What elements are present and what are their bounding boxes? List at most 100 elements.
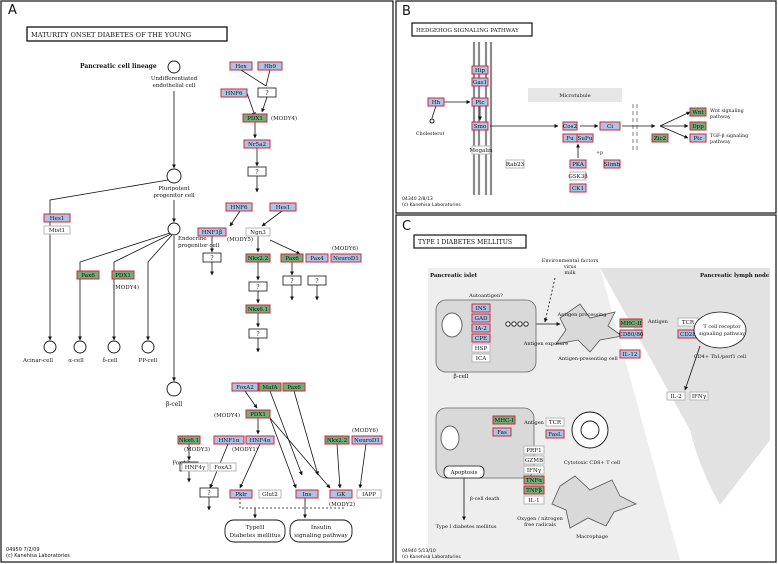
hnf6-box-2-label: HNF6: [230, 205, 248, 211]
zic2-box-label: Zic2: [654, 136, 667, 142]
pax4-box: [305, 253, 329, 263]
unknown-label: ?: [255, 169, 258, 176]
label: (MODY4): [271, 115, 297, 122]
hnf1b-box: [197, 227, 227, 237]
cd80-box-label: CD80/86: [619, 332, 644, 338]
beta-cell-2: [435, 407, 535, 479]
cd8-nucleus: [580, 420, 600, 440]
nkx61-box-2-label: Nkx6.1: [179, 438, 199, 444]
pluripotent-circle: [166, 168, 182, 184]
endo-to-delta: [112, 233, 172, 341]
gzmb-box-label: GZMB: [525, 458, 543, 464]
label: (MODY4): [214, 412, 240, 419]
ptc2-box: [689, 133, 707, 143]
gk-box: [329, 489, 353, 499]
label: signaling pathway: [294, 533, 348, 539]
hex-box: [229, 61, 253, 71]
wnt-box-label: Wnt: [692, 110, 704, 116]
label: Acinar-cell: [22, 358, 53, 364]
label: free radicals: [524, 522, 556, 528]
il2-box: [666, 391, 686, 401]
panel-a-letter: A: [8, 3, 17, 18]
ck1-box: [569, 183, 587, 193]
label: (MODY3): [184, 446, 210, 453]
tnfb-box-label: TNFβ: [526, 488, 542, 494]
ins-antigen-label: INS: [476, 306, 487, 312]
delta-circle: [107, 340, 121, 354]
label: α-cell: [68, 358, 84, 364]
endo-to-alpha: [78, 232, 171, 341]
panel-a-frame: [0, 0, 394, 563]
nkx61-box-2: [177, 435, 201, 445]
label: Wnt signaling: [710, 108, 744, 114]
iapp-box-label: IAPP: [362, 492, 376, 498]
sufu-box-label: SuFu: [578, 136, 593, 142]
connector: [239, 498, 345, 509]
apoptosis-pathway[interactable]: [443, 465, 485, 479]
tnfa-box-label: TNFα: [526, 478, 543, 484]
label: (c) Kanehisa Laboratories: [402, 554, 461, 560]
pdx1-box-top: [242, 113, 268, 123]
il2-box-label: IL-2: [670, 394, 682, 400]
ins-antigen: [471, 303, 491, 313]
label: Insulin: [311, 525, 331, 531]
label: TGF-β signaling: [710, 133, 748, 139]
ica-antigen: [471, 353, 491, 363]
q-box-4: [282, 275, 302, 286]
tnfb-box: [523, 485, 545, 495]
panel-b-title: HEDGEHOG SIGNALING PATHWAY: [416, 28, 519, 34]
fasl-box-label: FasL: [548, 432, 562, 438]
pka-box: [569, 159, 587, 169]
label: pathway: [710, 114, 731, 120]
lineage-label: Pancreatic cell lineage: [80, 63, 157, 70]
hnf6-to-pdx1: [246, 92, 256, 117]
endothelial-circle: [167, 60, 181, 74]
gsk3b-box-label: GSK3β: [568, 174, 587, 180]
hsp-antigen: [471, 343, 491, 353]
cpe-antigen: [471, 333, 491, 343]
label: CD4+ Th1/perf1 cell: [694, 354, 747, 360]
hnf6-box-2: [225, 202, 253, 212]
neurod1-box-label: NeuroD1: [333, 256, 359, 262]
connector: [269, 417, 331, 489]
label: Oxygen / nitrogen: [517, 516, 563, 522]
slimb-box-label: Slimb: [604, 162, 621, 168]
label: Cholesterol: [416, 131, 444, 137]
ptc-box-label: Ptc: [475, 100, 484, 106]
alpha-circle: [73, 340, 87, 354]
foxa3-box-label: FoxA3: [214, 465, 232, 471]
glut2-box: [258, 489, 282, 499]
type2-diabetes-pathway[interactable]: [224, 519, 286, 543]
hnf6-box-label: HNF6: [225, 91, 243, 97]
cos2-box-label: Cos2: [563, 124, 578, 130]
ia2-antigen: [471, 323, 491, 333]
iapp-box: [356, 489, 382, 499]
connector: [265, 69, 271, 87]
hh-box: [427, 97, 445, 107]
nr5a2-box-label: Nr5a2: [248, 142, 266, 148]
label: (c) Kanehisa Laboratories: [6, 553, 70, 559]
fas-box-label: Fas: [497, 430, 507, 436]
insulin-signaling-pathway[interactable]: [289, 519, 353, 543]
unknown-label: ?: [210, 255, 213, 262]
hes1-inhibits-ngn3: [261, 210, 283, 227]
hip-box-label: Hip: [475, 68, 486, 74]
pax6-box: [76, 270, 100, 280]
nkx61-box-label: Nkx6.1: [248, 307, 268, 313]
fas-box: [492, 427, 512, 437]
label: 04340 2/8/13: [402, 196, 433, 202]
mhc2-box-label: MHC-II: [620, 321, 641, 327]
label: PP-cell: [139, 358, 158, 364]
cd80-box: [619, 329, 643, 339]
hnf4g-box: [181, 462, 209, 472]
gas1-box: [471, 77, 489, 87]
gad-antigen-label: GAD: [475, 316, 489, 322]
endocrine-circle: [167, 222, 181, 236]
neurod1-box-2-label: NeuroD1: [354, 438, 380, 444]
mafa-box-label: MafA: [262, 385, 278, 391]
ci-box-label: Ci: [607, 124, 613, 130]
hnf4g-box-label: HNF4γ: [185, 465, 206, 471]
prf1-box: [523, 445, 545, 455]
